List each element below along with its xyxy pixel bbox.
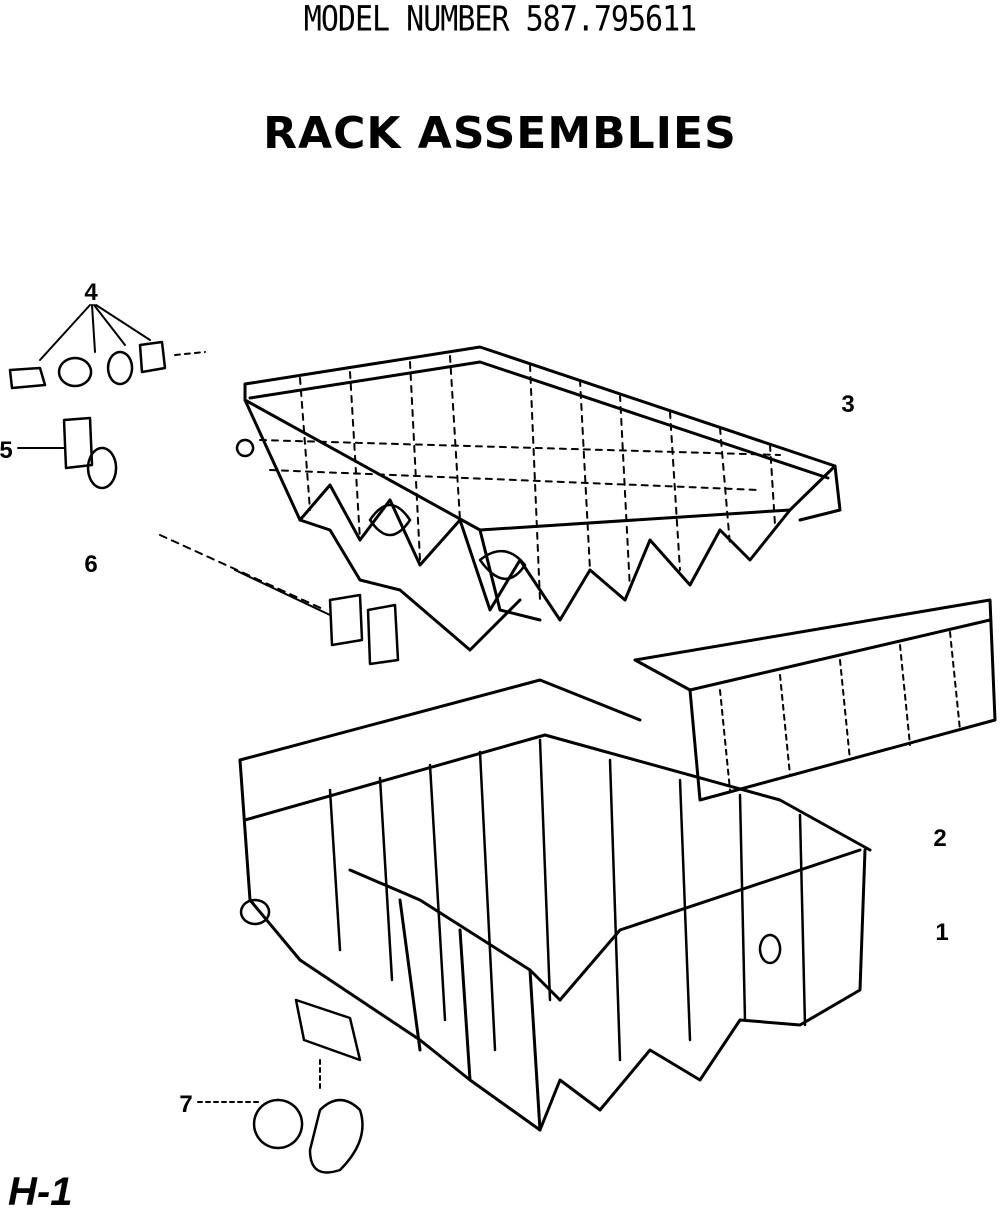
lower-rack	[238, 678, 872, 1132]
callout-7: 7	[179, 1091, 192, 1118]
rack-wheel-parts	[252, 998, 364, 1174]
rack-parts-small	[8, 340, 400, 666]
model-number: MODEL NUMBER 587.795611	[303, 0, 697, 40]
upper-rack	[235, 345, 842, 652]
utensil-tray	[633, 598, 997, 802]
callout-6: 6	[84, 551, 97, 578]
callout-1: 1	[935, 919, 948, 946]
leader-lines	[17, 304, 263, 1103]
page-title: RACK ASSEMBLIES	[263, 108, 737, 159]
callout-3: 3	[841, 391, 854, 418]
callout-5: 5	[0, 437, 13, 464]
callout-4: 4	[84, 279, 98, 306]
callout-2: 2	[933, 825, 946, 852]
page-code: H-1	[8, 1170, 72, 1214]
